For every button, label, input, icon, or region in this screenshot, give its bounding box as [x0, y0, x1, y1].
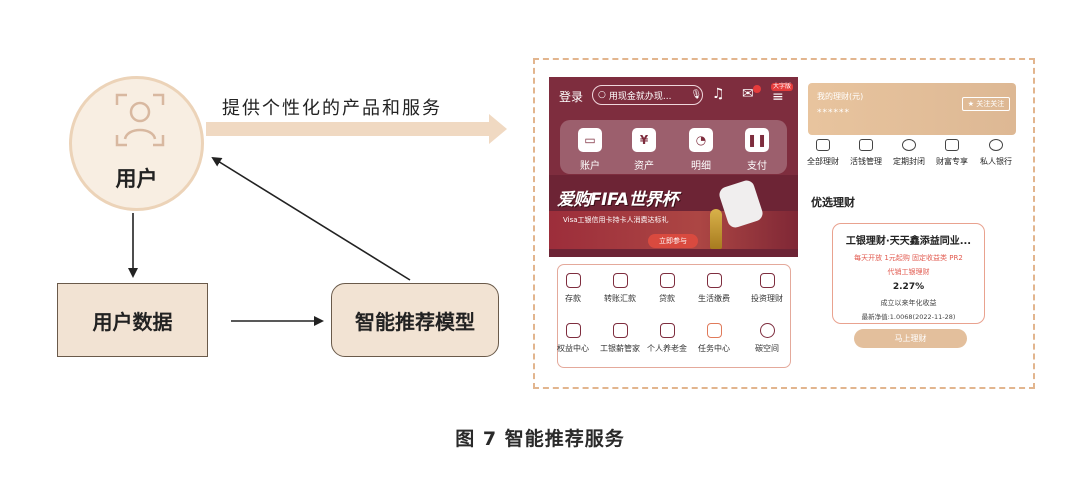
grid-loan[interactable]: 贷款 [644, 273, 690, 304]
rights-icon [565, 323, 581, 338]
grid-icon [816, 139, 830, 151]
nav-exclusive[interactable]: 财富专享 [931, 139, 973, 167]
quick-pay[interactable]: ❚❚ 支付 [735, 128, 779, 172]
quick-assets[interactable]: ¥ 资产 [622, 128, 666, 172]
provide-arrow [206, 114, 507, 144]
product-card[interactable]: 工银理财·天天鑫添益同业... 每天开放 1元起购 固定收益类 PR2 代销工银… [832, 223, 985, 324]
user-data-box: 用户数据 [57, 283, 208, 357]
grid-invest[interactable]: 投资理财 [744, 273, 790, 304]
login-link[interactable]: 登录 [559, 90, 584, 104]
globe-icon [759, 323, 775, 338]
product-nav: 最新净值:1.0068(2022-11-28) [861, 313, 956, 321]
account-icon: ▭ [578, 128, 602, 152]
provide-label: 提供个性化的产品和服务 [222, 98, 442, 119]
transfer-icon [612, 273, 628, 288]
grid-rights[interactable]: 权益中心 [550, 323, 596, 354]
buy-now-button[interactable]: 马上理财 [854, 329, 967, 348]
search-placeholder: 用现金就办现... [608, 91, 672, 102]
grid-bills[interactable]: 生活缴费 [691, 273, 737, 304]
quick-details[interactable]: ◔ 明细 [679, 128, 723, 172]
trophy-icon [710, 209, 722, 249]
clock-icon [902, 139, 916, 151]
yuan-icon: ¥ [632, 128, 656, 152]
headset-icon[interactable]: ♫ [712, 86, 725, 102]
recommend-model-box: 智能推荐模型 [331, 283, 499, 357]
model-to-user-arrow [211, 156, 411, 281]
search-icon: ○ [598, 90, 606, 100]
user-icon [115, 93, 165, 147]
grid-pension[interactable]: 个人养老金 [644, 323, 690, 354]
quick-account[interactable]: ▭ 账户 [568, 128, 612, 172]
screenshot-frame [533, 58, 1035, 389]
product-name: 工银理财·天天鑫添益同业... [845, 236, 972, 247]
menu-icon[interactable]: ≡ [772, 89, 784, 105]
search-bar[interactable]: ○ 用现金就办现... 🎙 [592, 85, 703, 105]
figure-caption: 图 7 智能推荐服务 [455, 428, 625, 450]
grid-deposit[interactable]: 存款 [550, 273, 596, 304]
grid-tasks[interactable]: 任务中心 [691, 323, 737, 354]
nav-all-wealth[interactable]: 全部理财 [802, 139, 844, 167]
crown-icon [945, 139, 959, 151]
wallet-icon [859, 139, 873, 151]
diamond-icon [989, 139, 1003, 151]
product-distributor: 代销工银理财 [887, 268, 930, 276]
invest-icon [759, 273, 775, 288]
nav-liquid[interactable]: 活钱管理 [845, 139, 887, 167]
user-node: 用户 [69, 76, 204, 211]
grid-payroll[interactable]: 工银薪管家 [597, 323, 643, 354]
app-home-screen: 登录 ○ 用现金就办现... 🎙 ♫ ✉ ≡ 大字版 ▭ 账户 ¥ 资产 ◔ 明… [549, 77, 798, 375]
app-wealth-screen: 我的理财(元) ****** ★ 关注关注 全部理财 活钱管理 定期封闭 财富专… [804, 77, 1018, 375]
rate-label: 成立以来年化收益 [880, 299, 937, 307]
nav-fixed[interactable]: 定期封闭 [888, 139, 930, 167]
service-grid: 存款 转账汇款 贷款 生活缴费 投资理财 权益中心 工银薪管家 个人养老金 任务… [557, 264, 791, 368]
quick-actions-card: ▭ 账户 ¥ 资产 ◔ 明细 ❚❚ 支付 [560, 120, 787, 174]
product-rate: 2.27% [892, 282, 925, 292]
follow-button[interactable]: ★ 关注关注 [962, 97, 1010, 111]
banner-subtitle: Visa工银信用卡持卡人消费达标礼 [563, 216, 669, 224]
grid-carbon[interactable]: 碳空间 [744, 323, 790, 354]
loan-icon [659, 273, 675, 288]
pension-icon [659, 323, 675, 338]
hidden-balance: ****** [817, 108, 850, 118]
payroll-icon [612, 323, 628, 338]
user-label: 用户 [115, 167, 158, 191]
mic-icon[interactable]: 🎙 [690, 90, 702, 100]
banner-join-button[interactable]: 立即参与 [648, 234, 698, 248]
product-tags: 每天开放 1元起购 固定收益类 PR2 [854, 254, 963, 262]
grid-transfer[interactable]: 转账汇款 [597, 273, 643, 304]
message-icon[interactable]: ✉ [742, 86, 754, 102]
fifa-banner[interactable]: 爱购FIFA世界杯 Visa工银信用卡持卡人消费达标礼 立即参与 [549, 175, 798, 257]
nav-private[interactable]: 私人银行 [975, 139, 1017, 167]
my-wealth-label[interactable]: 我的理财(元) [817, 92, 864, 101]
banner-title: 爱购FIFA世界杯 [557, 190, 679, 210]
message-badge [753, 85, 761, 93]
pay-icon: ❚❚ [745, 128, 769, 152]
wealth-header: 我的理财(元) ****** ★ 关注关注 [808, 83, 1016, 135]
calendar-icon [706, 323, 722, 338]
bills-icon [706, 273, 722, 288]
pie-icon: ◔ [689, 128, 713, 152]
featured-section-title: 优选理财 [811, 196, 855, 209]
large-font-tag[interactable]: 大字版 [771, 83, 794, 91]
deposit-icon [565, 273, 581, 288]
